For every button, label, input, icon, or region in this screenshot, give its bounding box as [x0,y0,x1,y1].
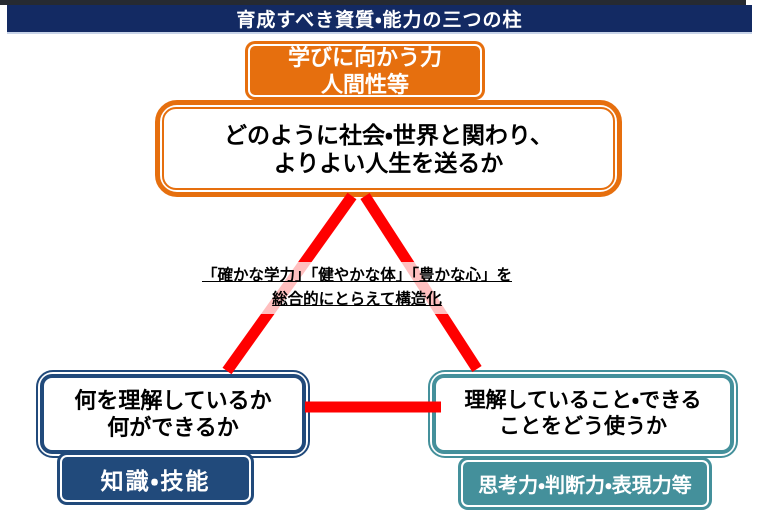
right-pillar-box: 理解していること・できる ことをどう使うか [428,370,738,458]
right-pillar-badge: 思考力・判断力・表現力等 [458,457,712,510]
top-pillar-box-inner: どのように社会・世界と関わり、 よりよい人生を送るか [162,107,615,190]
center-note: 「確かな学力」「健やかな体」「豊かな心」を 総合的にとらえて構造化 [197,262,517,314]
left-pillar-badge: 知識・技能 [57,452,254,505]
right-pillar-text-line2: ことをどう使うか [499,415,667,438]
left-pillar-badge-label: 知識・技能 [100,467,211,494]
title-bar: 育成すべき資質・能力の三つの柱 [7,5,752,34]
top-pillar-text-line2: よりよい人生を送るか [273,149,504,176]
page-title: 育成すべき資質・能力の三つの柱 [236,10,523,31]
right-pillar-badge-label: 思考力・判断力・表現力等 [478,475,692,497]
center-note-line1: 「確かな学力」「健やかな体」「豊かな心」を [201,267,512,284]
top-black-strip [0,0,746,5]
right-pillar-box-inner: 理解していること・できる ことをどう使うか [432,374,734,454]
top-pillar-badge: 学びに向かう力 人間性等 [245,41,485,100]
top-pillar-box: どのように社会・世界と関わり、 よりよい人生を送るか [155,100,622,197]
top-pillar-text-line1: どのように社会・世界と関わり、 [224,121,553,148]
right-pillar-text-line1: 理解していること・できる [464,389,702,412]
top-pillar-badge-line2: 人間性等 [320,71,409,97]
left-pillar-text-line2: 何ができるか [107,415,239,440]
left-pillar-text-line1: 何を理解しているか [74,388,272,413]
left-pillar-box-inner: 何を理解しているか 何ができるか [40,374,306,454]
left-pillar-box: 何を理解しているか 何ができるか [36,370,310,458]
top-pillar-badge-line1: 学びに向かう力 [287,44,442,70]
center-note-line2: 総合的にとらえて構造化 [272,291,442,308]
